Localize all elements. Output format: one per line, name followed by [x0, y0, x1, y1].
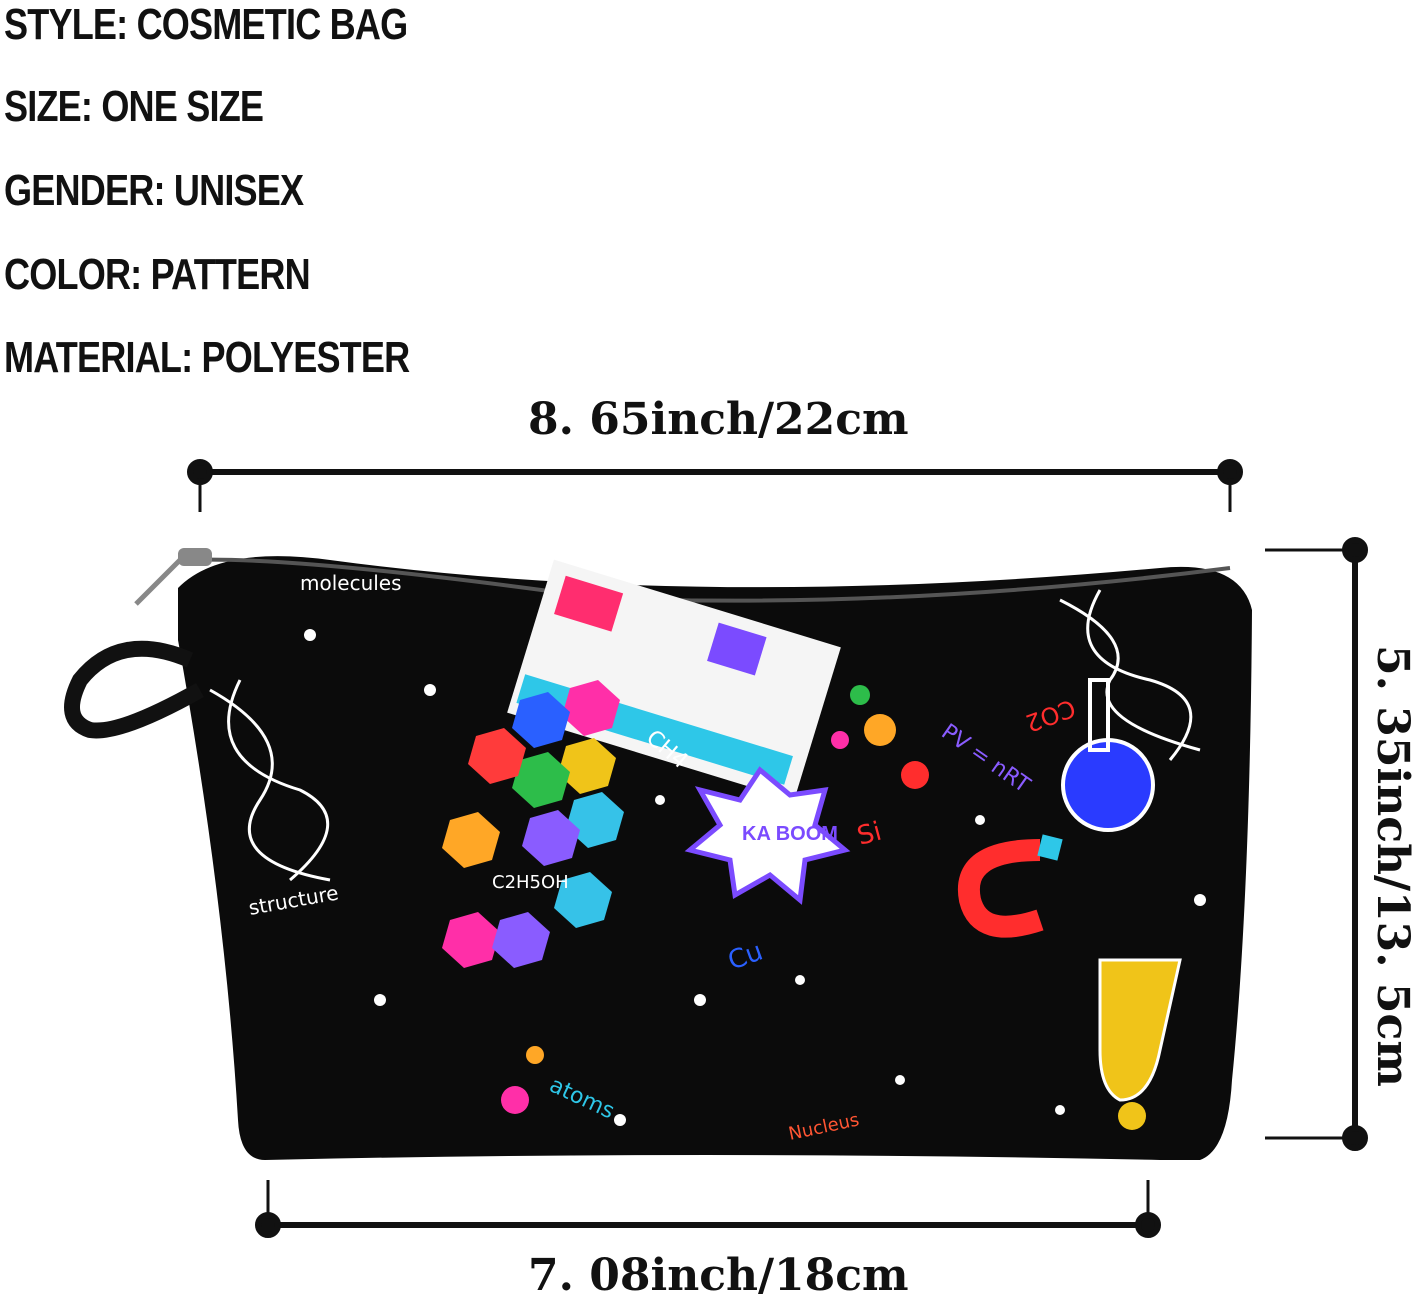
- spec-color: COLOR: PATTERN: [4, 250, 311, 299]
- spec-style: STYLE: COSMETIC BAG: [4, 0, 408, 49]
- hexagon-cluster: [468, 680, 624, 866]
- molecules-text: molecules: [300, 571, 402, 595]
- ka-boom-burst: KA BOOM: [684, 766, 851, 905]
- top-dimension-line: [187, 459, 1243, 512]
- c2h5oh-text: C2H5OH: [492, 872, 569, 893]
- height-dimension-line: [1265, 537, 1368, 1151]
- ka-boom-text: KA BOOM: [742, 823, 838, 845]
- spec-material: MATERIAL: POLYESTER: [4, 333, 410, 382]
- cosmetic-bag: KA BOOM molecules structure PV = nRT ato…: [64, 548, 1252, 1160]
- bottom-dimension-line: [255, 1180, 1161, 1238]
- flask-doodle: [1061, 678, 1182, 1102]
- zipper-pull: [178, 548, 212, 566]
- magnet-doodle: [957, 834, 1063, 938]
- dna-strand-doodle: [209, 589, 1201, 882]
- top-width-label: 8. 65inch/22cm: [528, 394, 909, 445]
- molecule-doodles: [442, 685, 1146, 1130]
- spec-size: SIZE: ONE SIZE: [4, 82, 264, 131]
- spec-gender: GENDER: UNISEX: [4, 166, 304, 215]
- wrist-strap: [64, 640, 204, 739]
- dots-doodle: [304, 629, 1206, 1126]
- bottom-width-label: 7. 08inch/18cm: [528, 1250, 909, 1301]
